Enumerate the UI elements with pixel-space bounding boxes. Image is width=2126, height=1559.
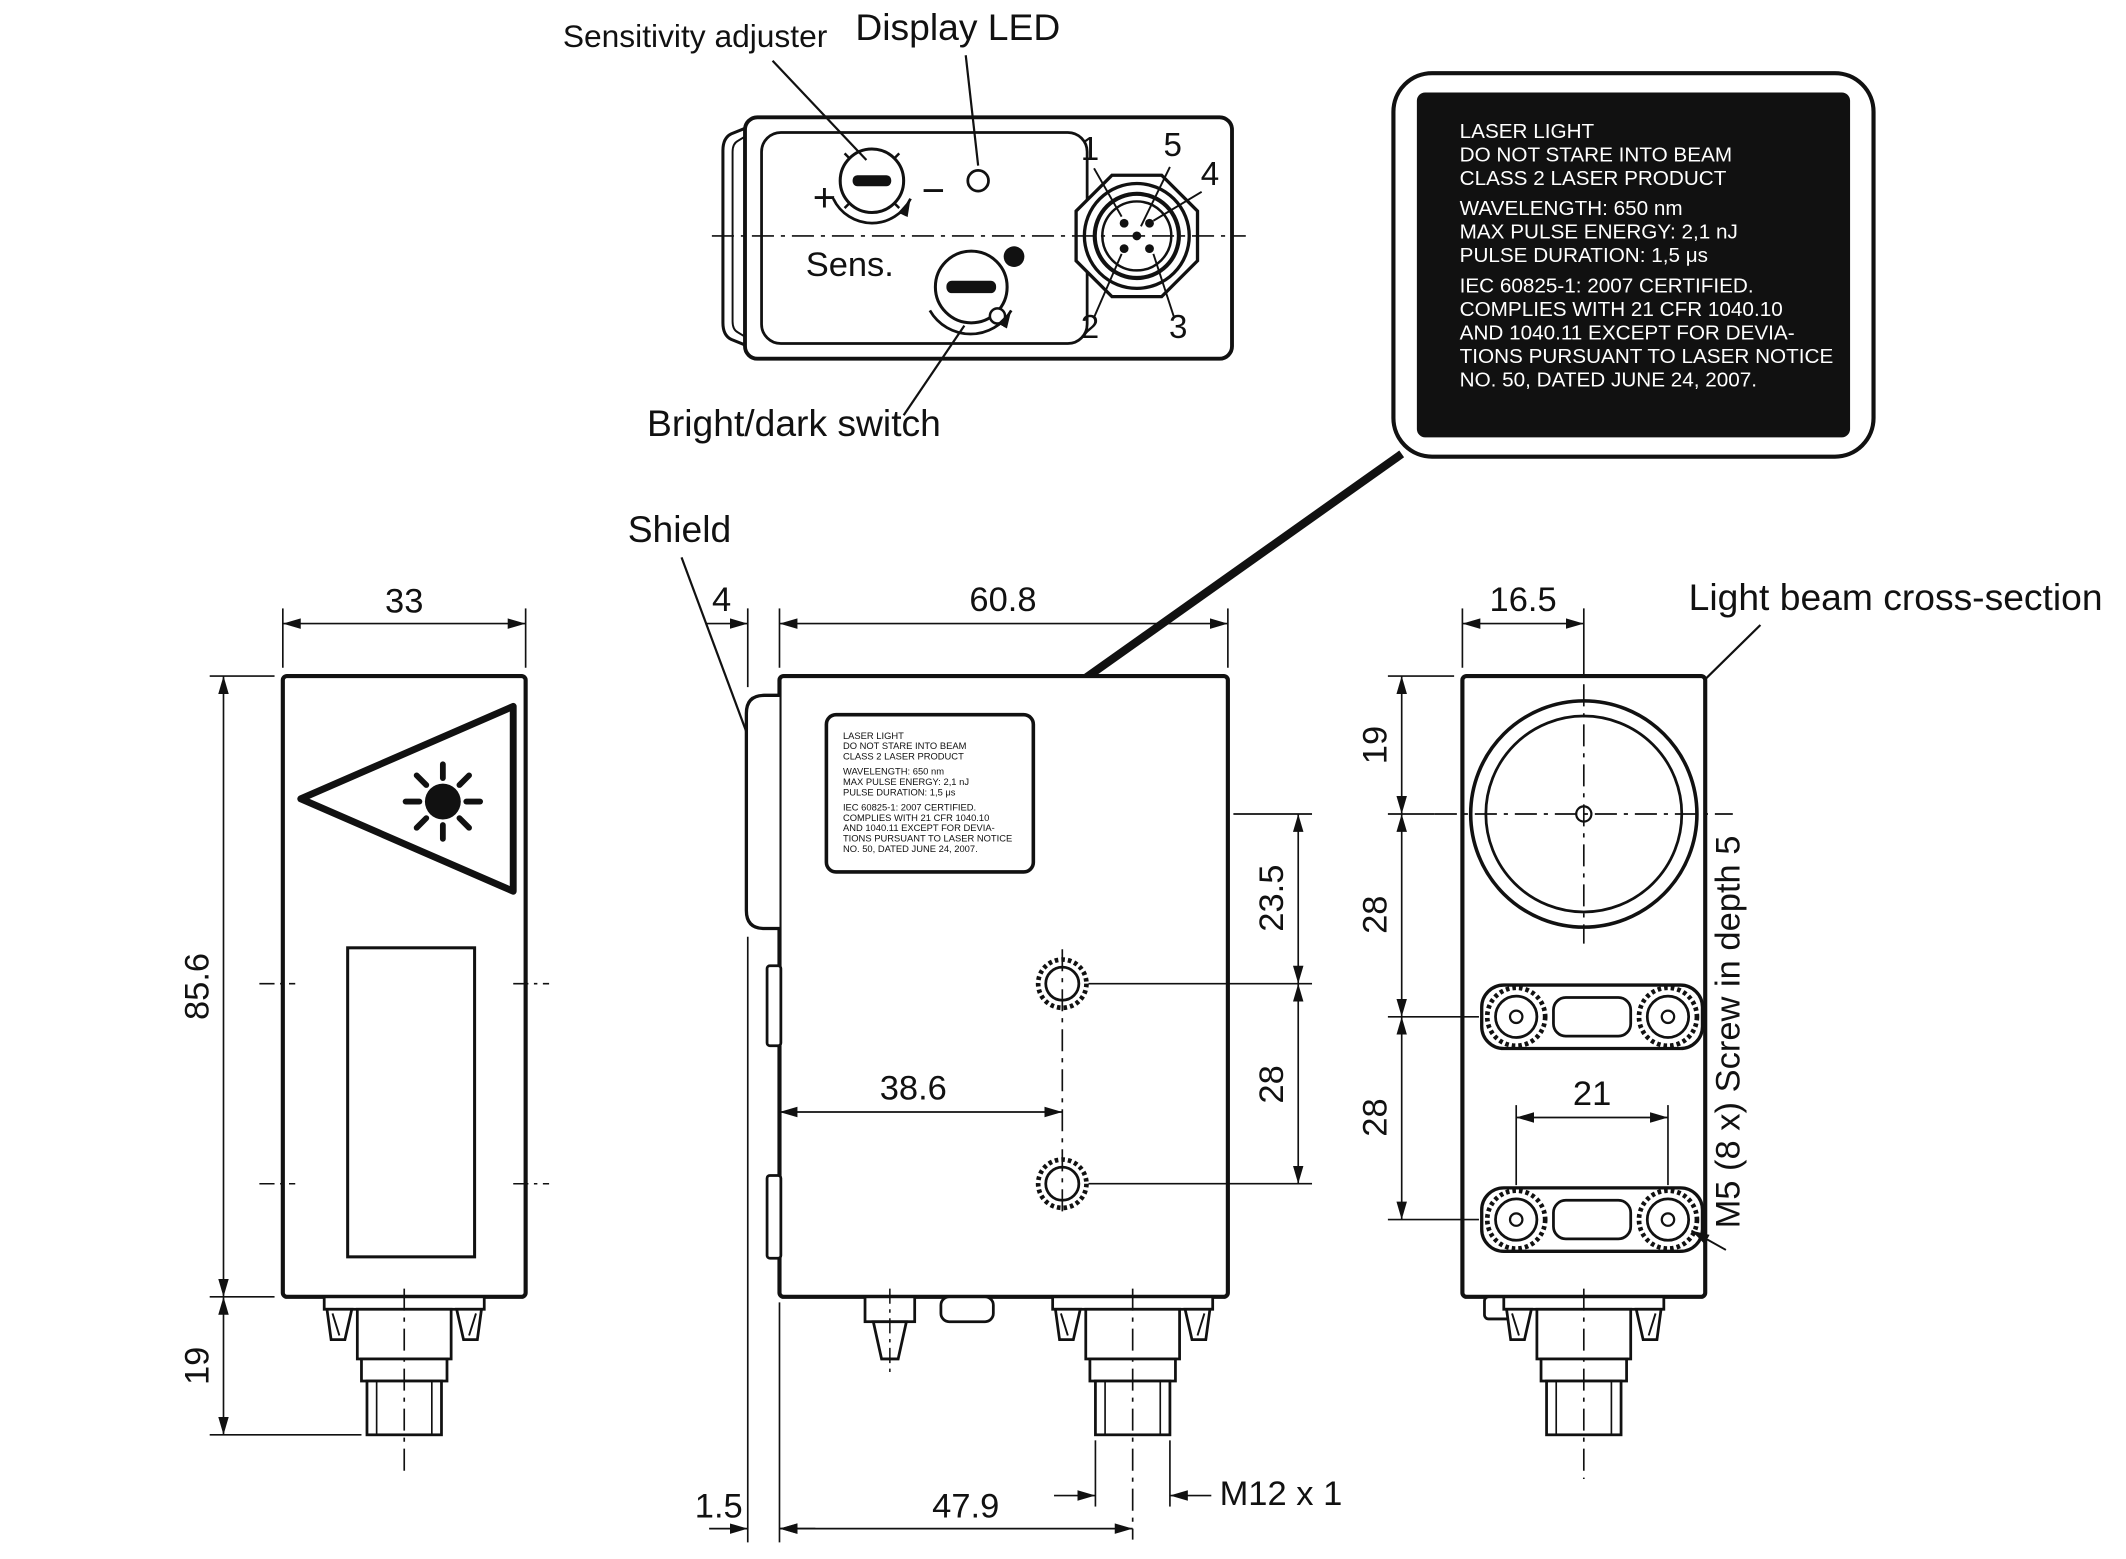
- pin-5-label: 5: [1163, 127, 1181, 164]
- dim-23-5: 23.5: [1253, 865, 1291, 932]
- svg-text:CLASS 2 LASER PRODUCT: CLASS 2 LASER PRODUCT: [843, 751, 964, 761]
- pin-2: [1119, 244, 1129, 254]
- bright-dark-switch-dial: [928, 246, 1025, 336]
- side-bottom-tab: [939, 1295, 995, 1324]
- dim-28-b: 28: [1357, 1098, 1395, 1136]
- svg-text:NO. 50, DATED JUNE 24, 2007.: NO. 50, DATED JUNE 24, 2007.: [1460, 368, 1757, 391]
- side-tab-lower: [765, 1174, 783, 1260]
- m5-screws-callout: M5 (8 x) Screw in depth 5: [1710, 836, 1748, 1229]
- svg-text:WAVELENGTH: 650 nm: WAVELENGTH: 650 nm: [1460, 197, 1683, 220]
- side-tab-upper: [765, 964, 783, 1048]
- label-text: LASER LIGHT DO NOT STARE INTO BEAM CLASS…: [1460, 120, 1834, 391]
- svg-text:NO. 50, DATED JUNE 24, 2007.: NO. 50, DATED JUNE 24, 2007.: [843, 844, 978, 854]
- bright-dark-leader: [902, 324, 966, 416]
- laser-warning-label-small: LASER LIGHT DO NOT STARE INTO BEAM CLASS…: [824, 712, 1036, 874]
- m12-dimension: M12 x 1: [1054, 1440, 1342, 1513]
- dim-47-9: 47.9: [932, 1488, 999, 1526]
- svg-text:AND 1040.11 EXCEPT FOR DEVIA-: AND 1040.11 EXCEPT FOR DEVIA-: [1460, 321, 1795, 344]
- side-bottom-clip: [863, 1288, 917, 1375]
- rotate-arrow: [928, 309, 1013, 336]
- shield-callout: Shield: [628, 508, 732, 550]
- front-dimensions: 33 85.6 19: [178, 583, 527, 1436]
- switch-dot: [1003, 246, 1025, 267]
- side-dimensions: 38.6 23.5 28: [779, 813, 1313, 1185]
- dim-16-5: 16.5: [1490, 581, 1557, 619]
- svg-text:MAX PULSE ENERGY: 2,1 nJ: MAX PULSE ENERGY: 2,1 nJ: [843, 777, 969, 787]
- dim-85-6: 85.6: [178, 953, 216, 1020]
- pin-3-label: 3: [1169, 309, 1187, 346]
- laser-warning-triangle: [297, 702, 517, 895]
- side-view: Shield 4 60.8 LASER LIGHT DO NOT STARE I…: [628, 508, 1342, 1543]
- m5-leader: [1690, 1229, 1727, 1251]
- pin-4-label: 4: [1201, 156, 1219, 193]
- svg-text:LASER LIGHT: LASER LIGHT: [843, 731, 904, 741]
- label-pointer-line: [1029, 450, 1405, 720]
- display-led-leader: [964, 55, 980, 166]
- pin-3: [1145, 244, 1154, 254]
- display-led-callout: Display LED: [855, 6, 1060, 48]
- pin-4: [1145, 218, 1154, 228]
- display-led-dot: [966, 169, 990, 193]
- svg-text:DO NOT STARE INTO BEAM: DO NOT STARE INTO BEAM: [1460, 143, 1732, 166]
- svg-text:WAVELENGTH: 650 nm: WAVELENGTH: 650 nm: [843, 767, 944, 777]
- switch-slot: [946, 280, 997, 294]
- lens: [1434, 684, 1733, 944]
- dim-60-8: 60.8: [969, 581, 1036, 619]
- back-top-dimension: 16.5: [1461, 581, 1585, 693]
- minus-mark: −: [922, 169, 945, 213]
- side-top-dimensions: 4 60.8: [706, 581, 1229, 688]
- svg-text:PULSE DURATION: 1,5 μs: PULSE DURATION: 1,5 μs: [1460, 244, 1708, 267]
- svg-text:AND 1040.11 EXCEPT FOR DEVIA-: AND 1040.11 EXCEPT FOR DEVIA-: [843, 823, 995, 833]
- top-control-panel: [760, 131, 1089, 345]
- front-label-area: [346, 946, 477, 1259]
- front-view: 33 85.6 19: [178, 583, 550, 1474]
- bright-dark-callout: Bright/dark switch: [647, 402, 941, 444]
- sens-label: Sens.: [806, 246, 894, 284]
- pin-5: [1132, 231, 1142, 241]
- dim-m12: M12 x 1: [1220, 1475, 1343, 1513]
- laser-warning-label: LASER LIGHT DO NOT STARE INTO BEAM CLASS…: [1029, 71, 1876, 720]
- dim-28-a: 28: [1357, 896, 1395, 934]
- adjuster-slot: [852, 175, 892, 187]
- dim-4: 4: [712, 581, 731, 619]
- dim-28-side: 28: [1253, 1065, 1291, 1103]
- svg-text:IEC 60825-1: 2007 CERTIFIED.: IEC 60825-1: 2007 CERTIFIED.: [843, 803, 976, 813]
- dim-33: 33: [385, 583, 423, 621]
- pin-1-label: 1: [1081, 131, 1099, 168]
- svg-text:TIONS PURSUANT TO LASER NOTICE: TIONS PURSUANT TO LASER NOTICE: [1460, 345, 1834, 368]
- pin-2-label: 2: [1081, 309, 1099, 346]
- laser-sunburst: [402, 761, 484, 842]
- rotate-arrow: [832, 198, 912, 225]
- screw-group-upper: [1482, 985, 1703, 1048]
- svg-text:DO NOT STARE INTO BEAM: DO NOT STARE INTO BEAM: [843, 741, 967, 751]
- light-beam-callout: Light beam cross-section: [1689, 576, 2103, 618]
- sensitivity-adjuster-dial: + −: [813, 147, 945, 225]
- screw-pitch-dimension: 21: [1515, 1075, 1669, 1186]
- top-view: + − Sens. 1 5: [563, 6, 1246, 444]
- dim-19-front: 19: [178, 1347, 216, 1385]
- pin-1: [1119, 218, 1129, 228]
- svg-text:CLASS 2 LASER PRODUCT: CLASS 2 LASER PRODUCT: [1460, 167, 1727, 190]
- dim-1-5: 1.5: [695, 1488, 743, 1526]
- svg-text:TIONS PURSUANT TO LASER NOTICE: TIONS PURSUANT TO LASER NOTICE: [843, 834, 1012, 844]
- svg-text:PULSE DURATION: 1,5 μs: PULSE DURATION: 1,5 μs: [843, 787, 956, 797]
- dim-19-back: 19: [1357, 726, 1395, 764]
- svg-text:COMPLIES WITH 21 CFR 1040.10: COMPLIES WITH 21 CFR 1040.10: [1460, 298, 1783, 321]
- dim-21: 21: [1573, 1075, 1611, 1113]
- svg-text:COMPLIES WITH 21 CFR 1040.10: COMPLIES WITH 21 CFR 1040.10: [843, 813, 989, 823]
- shield-bar: [744, 693, 780, 931]
- label-inner: [1416, 92, 1851, 438]
- svg-text:IEC 60825-1: 2007 CERTIFIED.: IEC 60825-1: 2007 CERTIFIED.: [1460, 274, 1754, 297]
- side-bottom-dimensions: 1.5 47.9: [695, 936, 1133, 1543]
- back-left-dimensions: 19 28 28: [1357, 675, 1479, 1221]
- sensitivity-adjuster-callout: Sensitivity adjuster: [563, 18, 828, 54]
- plus-mark: +: [813, 176, 836, 220]
- back-view: 16.5 Light beam cross-section 19 28 28: [1357, 576, 2103, 1479]
- svg-text:LASER LIGHT: LASER LIGHT: [1460, 120, 1595, 143]
- dim-38-6: 38.6: [880, 1070, 947, 1108]
- sensitivity-leader: [771, 59, 868, 161]
- svg-text:MAX PULSE ENERGY: 2,1 nJ: MAX PULSE ENERGY: 2,1 nJ: [1460, 221, 1738, 244]
- screw-group-lower: [1482, 1188, 1703, 1251]
